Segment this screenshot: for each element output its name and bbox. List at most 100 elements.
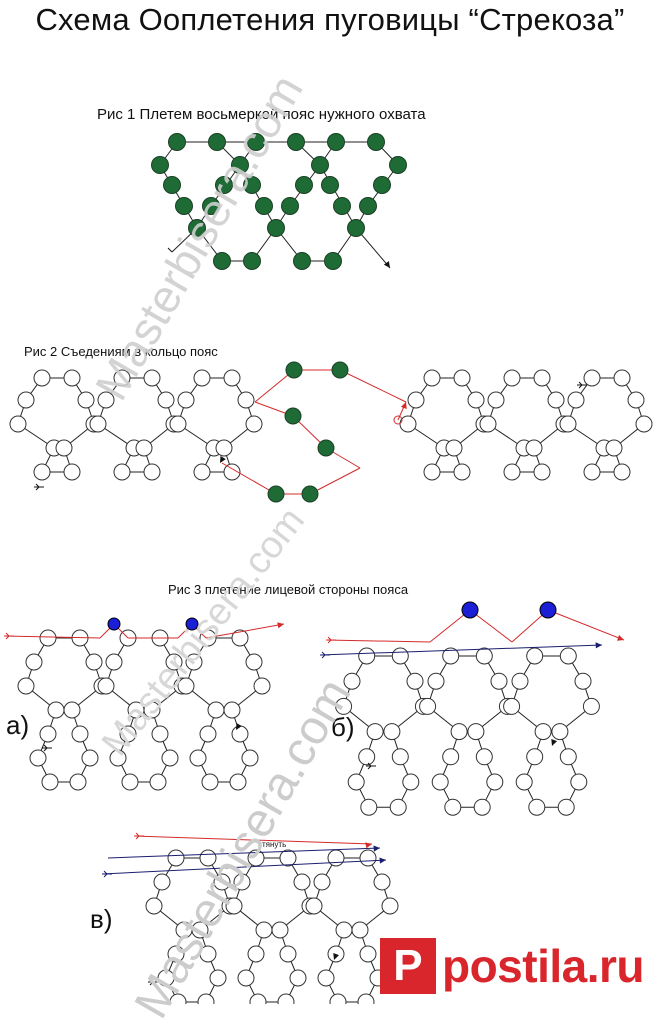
bead: [97, 391, 115, 409]
bead: [475, 748, 493, 766]
step-b-label: б): [331, 712, 355, 742]
bead: [247, 133, 265, 151]
bead: [347, 773, 365, 791]
bead: [223, 463, 241, 481]
bead: [121, 773, 139, 791]
bead: [199, 725, 217, 743]
bead: [427, 672, 445, 690]
step-v-label: в): [90, 904, 113, 934]
thread-knot-icon: [393, 415, 403, 425]
bead: [39, 629, 57, 647]
bead: [373, 873, 391, 891]
bead: [197, 993, 215, 1004]
bead: [107, 617, 121, 631]
bead: [450, 723, 468, 741]
bead: [25, 653, 43, 671]
bead: [169, 993, 187, 1004]
bead: [185, 617, 199, 631]
bead: [526, 647, 544, 665]
page-title: Схема Ооплетения пуговицы “Стрекоза”: [35, 2, 625, 37]
bead: [209, 969, 227, 987]
bead: [202, 197, 220, 215]
beading-scheme: [3, 133, 653, 1004]
bead: [559, 647, 577, 665]
bead: [526, 748, 544, 766]
thread-tail-icon: [5, 632, 10, 637]
arrow-head-icon: [220, 456, 226, 463]
arrow-head-icon: [379, 857, 386, 864]
bead: [89, 415, 107, 433]
step-a-label: а): [6, 710, 30, 740]
thread-line: [107, 847, 381, 859]
bead: [279, 945, 297, 963]
bead: [490, 672, 508, 690]
thread-tail-icon: [43, 744, 48, 749]
bead: [71, 725, 89, 743]
thread-line: [547, 609, 625, 641]
bead: [442, 647, 460, 665]
bead: [85, 653, 103, 671]
bead: [327, 849, 345, 867]
arrow-head-icon: [333, 953, 340, 960]
bead: [475, 647, 493, 665]
bead: [175, 197, 193, 215]
bead: [161, 749, 179, 767]
thread-tail-icon: [367, 762, 372, 767]
bead: [149, 773, 167, 791]
bead: [145, 897, 163, 915]
bead: [511, 672, 529, 690]
thread-tail-icon: [167, 247, 173, 253]
bead: [255, 197, 273, 215]
bead: [284, 407, 302, 425]
bead: [151, 156, 169, 174]
bead: [381, 897, 399, 915]
bead: [559, 748, 577, 766]
bead: [17, 677, 35, 695]
bead: [442, 748, 460, 766]
thread-line: [339, 369, 407, 403]
bead: [208, 133, 226, 151]
bead: [231, 725, 249, 743]
arrow-head-icon: [383, 261, 390, 268]
bead: [267, 485, 285, 503]
bead: [17, 391, 35, 409]
bead: [29, 749, 47, 767]
bead: [109, 749, 127, 767]
thread-tail-icon: [35, 486, 40, 491]
thread-line: [319, 164, 357, 229]
bead: [311, 156, 329, 174]
thread-tail-icon: [321, 654, 326, 659]
bead: [105, 653, 123, 671]
thread-tail-icon: [103, 870, 108, 875]
thread-line: [3, 635, 101, 639]
bead: [407, 391, 425, 409]
bead: [453, 463, 471, 481]
bead: [359, 849, 377, 867]
bead: [574, 672, 592, 690]
bead: [113, 463, 131, 481]
figure-3-caption: Рис 3 плетение лицевой стороны пояса: [168, 582, 409, 597]
bead: [33, 463, 51, 481]
thread-tail-icon: [149, 978, 154, 983]
bead: [357, 993, 375, 1004]
bead: [467, 391, 485, 409]
arrow-head-icon: [551, 739, 558, 746]
bead: [461, 601, 479, 619]
bead: [151, 725, 169, 743]
bead: [487, 391, 505, 409]
bead: [119, 725, 137, 743]
thread-line: [159, 164, 198, 229]
bead: [453, 369, 471, 387]
bead: [157, 969, 175, 987]
bead: [143, 701, 161, 719]
bead: [223, 369, 241, 387]
bead: [467, 723, 485, 741]
bead: [97, 677, 115, 695]
brand-logo: P postila.ru: [379, 936, 645, 996]
bead: [359, 945, 377, 963]
bead: [287, 133, 305, 151]
bead: [333, 197, 351, 215]
bead: [267, 219, 285, 237]
bead: [335, 697, 353, 715]
bead: [547, 391, 565, 409]
